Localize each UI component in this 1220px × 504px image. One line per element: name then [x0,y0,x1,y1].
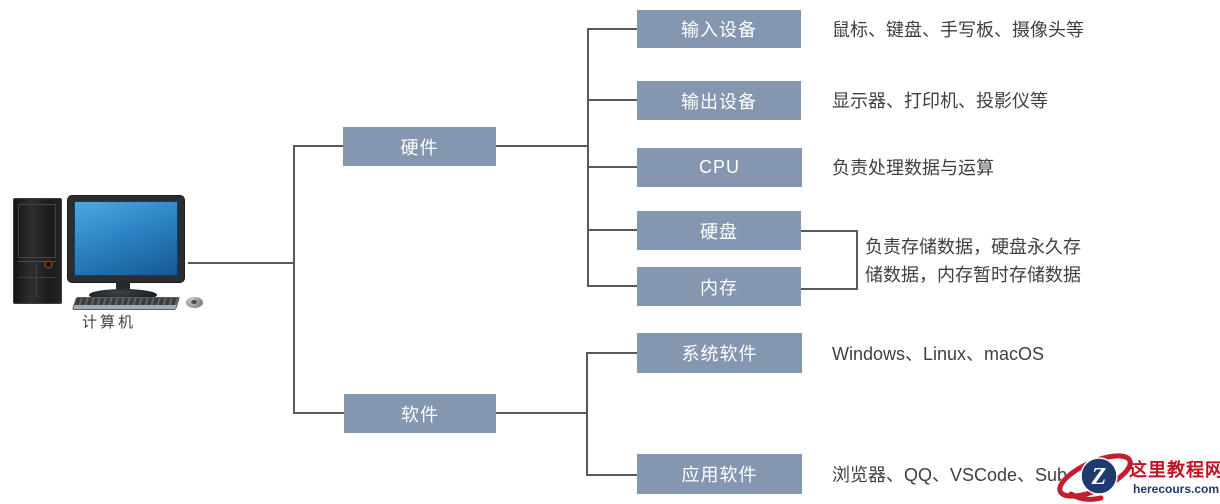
node-cpu: CPU [637,148,802,187]
computer-monitor-illustration [67,195,185,283]
connector-to-system [586,352,639,354]
connector-hardware-trunk [587,28,589,287]
connector-to-software [293,412,346,414]
bracket-memory-line [801,288,858,290]
connector-to-output [587,99,639,101]
desc-input-devices: 鼠标、键盘、手写板、摄像头等 [832,20,1084,40]
computer-tower-illustration [13,198,62,304]
bracket-vertical-line [856,230,858,290]
node-system-software: 系统软件 [637,333,802,373]
desc-storage-line1: 负责存储数据，硬盘永久存 [865,237,1081,257]
connector-to-cpu [587,166,639,168]
watermark: Z 这里教程网 herecours.com [1053,446,1220,504]
node-output-devices: 输出设备 [637,81,801,120]
node-disk: 硬盘 [637,211,801,250]
connector-software-trunk [586,352,588,476]
desc-system-software: Windows、Linux、macOS [832,344,1045,364]
desc-app-software: 浏览器、QQ、VSCode、Sub [832,465,1068,485]
connector-to-disk [587,229,639,231]
tower-seam-line [18,261,56,262]
svg-text:Z: Z [1091,464,1107,490]
computer-label: 计算机 [82,314,137,331]
desc-output-devices: 显示器、打印机、投影仪等 [832,91,1048,111]
desc-storage-line2: 储数据，内存暂时存储数据 [865,265,1081,285]
watermark-site-url: herecours.com [1133,482,1220,496]
connector-to-hardware [293,145,345,147]
connector-hardware-out [495,145,589,147]
monitor-screen [74,201,178,276]
node-app-software: 应用软件 [637,454,802,494]
watermark-logo-icon: Z [1057,453,1133,502]
tower-power-button-icon [44,260,53,269]
tower-seam-line [18,277,56,278]
node-input-devices: 输入设备 [637,10,801,48]
bracket-disk-line [801,230,858,232]
keyboard-palmrest [73,305,177,309]
connector-main-trunk [293,145,295,414]
node-software: 软件 [344,394,496,433]
node-memory: 内存 [637,267,801,306]
desc-cpu: 负责处理数据与运算 [832,158,994,178]
connector-to-app [586,474,639,476]
watermark-site-name: 这里教程网 [1129,460,1220,480]
tower-seam-line [36,261,37,297]
connector-computer-to-trunk [188,262,294,264]
connector-to-input [587,28,639,30]
connector-software-out [495,412,588,414]
mouse-illustration [186,297,203,308]
mouse-wheel [191,300,197,304]
keyboard-illustration [71,297,181,310]
connector-to-memory [587,285,639,287]
tower-panel-seam [18,204,56,258]
node-hardware: 硬件 [343,127,496,166]
